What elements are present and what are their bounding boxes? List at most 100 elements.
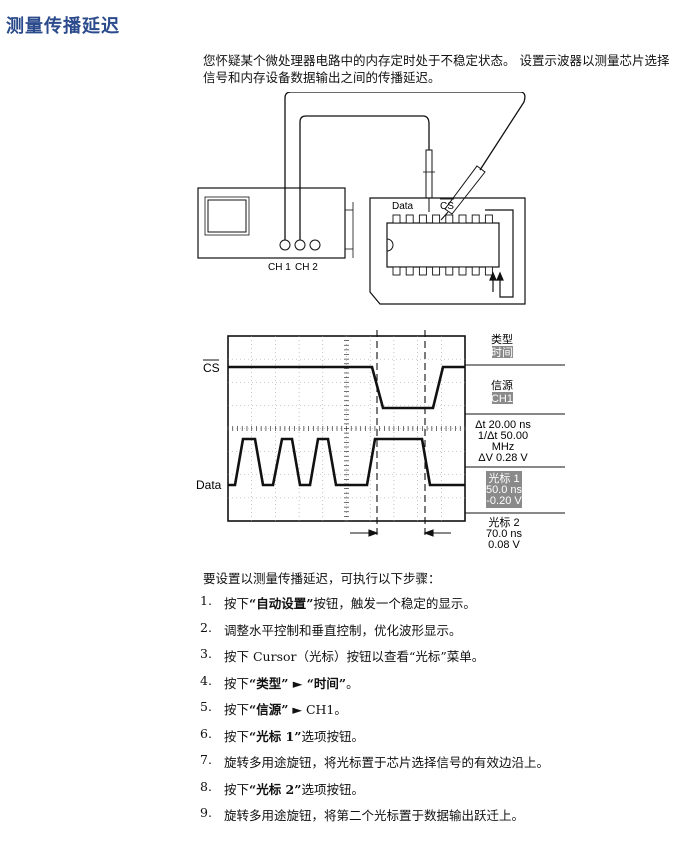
chip-pin-bottom [445, 266, 454, 276]
menu-type-value[interactable]: 时间 [491, 346, 513, 359]
step-text: 按下“光标 2”选项按钮。 [224, 779, 364, 806]
chip-pin-bottom [418, 266, 427, 276]
menu-type-title[interactable]: 类型 [491, 332, 513, 346]
step-number: 9. [200, 805, 212, 820]
step-item: 8. 按下“光标 2”选项按钮。 [200, 779, 549, 806]
readout-delta-t: Δt 20.00 ns [475, 419, 531, 431]
chip-pin-top [484, 214, 493, 224]
cs-channel-label: CS [203, 361, 220, 375]
step-text-part: 选项按钮。 [301, 781, 364, 797]
chip-pin-bottom [432, 266, 441, 276]
step-text-part: 按下 [224, 728, 250, 744]
menu-source-title[interactable]: 信源 [491, 378, 513, 392]
chip-pin-top [418, 214, 427, 224]
chip-pin-top [405, 214, 414, 224]
step-text-part: 按下 [224, 702, 250, 717]
steps-list: 1.按下“自动设置”按钮，触发一个稳定的显示。2.调整水平控制和垂直控制，优化波… [200, 593, 549, 832]
intro-paragraph: 您怀疑某个微处理器电路中的内存定时处于不稳定状态。 设置示波器以测量芯片选择信号… [203, 53, 670, 85]
step-item: 1. 按下“自动设置”按钮，触发一个稳定的显示。 [200, 593, 549, 620]
oscilloscope-screen [207, 199, 247, 233]
chip-pin-top [445, 214, 454, 224]
oscilloscope-body [197, 187, 346, 259]
step-number: 4. [200, 672, 212, 688]
step-text: 调整水平控制和垂直控制，优化波形显示。 [224, 620, 462, 647]
step-item: 3. 按下 Cursor（光标）按钮以查看“光标”菜单。 [200, 646, 549, 673]
readout-inv-delta-t: 1/Δt 50.00 [478, 430, 528, 442]
step-number: 3. [200, 646, 212, 661]
chip-pin-top [392, 214, 401, 224]
circuit-board [369, 197, 526, 305]
chip-pins [392, 214, 493, 276]
page-title: 测量传播延迟 [6, 16, 120, 37]
menu-cursor-1-volt: -0.20 V [486, 495, 522, 507]
cs-probe [444, 165, 486, 215]
ch2-connector [294, 239, 306, 251]
step-text: 按下“信源” ► CH1。 [224, 699, 347, 726]
scope-display: CS Data [196, 330, 466, 537]
step-text: 旋转多用途旋钮，将光标置于芯片选择信号的有效边沿上。 [224, 752, 549, 779]
step-text-part: 按下 Cursor（光标）按钮以查看“光标”菜单。 [224, 649, 485, 664]
ch1-label: CH 1 [268, 262, 291, 273]
chip-pin-top [471, 214, 480, 224]
step-text: 按下“光标 1”选项按钮。 [224, 726, 364, 753]
step-text-part: 按下 [224, 596, 250, 611]
cs-pin-label: CS [440, 201, 454, 212]
cs-waveform [228, 365, 465, 410]
menu-cursor-2-title[interactable]: 光标 2 [488, 515, 519, 529]
step-text-part: ► CH1。 [288, 702, 347, 717]
step-text-part: 旋转多用途旋钮，将第二个光标置于数据输出跃迁上。 [224, 808, 525, 823]
step-number: 5. [200, 699, 212, 714]
data-waveform [228, 437, 465, 487]
measurement-figure: CH 1 CH 2 Data CS CS Data 类型 时间 信源 CH1 [196, 92, 565, 551]
cs-return-arrows [485, 209, 514, 298]
step-item: 6. 按下“光标 1”选项按钮。 [200, 726, 549, 753]
step-text-part: 旋转多用途旋钮，将光标置于芯片选择信号的有效边沿上。 [224, 755, 550, 770]
chip-pin-bottom [392, 266, 401, 276]
step-number: 1. [200, 593, 212, 608]
chip-pin-top [432, 214, 441, 224]
step-item: 5. 按下“信源” ► CH1。 [200, 699, 549, 726]
chip-pin-bottom [405, 266, 414, 276]
step-text: 按下“自动设置”按钮，触发一个稳定的显示。 [224, 593, 476, 620]
data-probe [425, 149, 433, 199]
menu-cursor-1-title[interactable]: 光标 1 [488, 471, 519, 485]
readout-delta-v: ΔV 0.28 V [478, 452, 528, 464]
chip-pin-bottom [484, 266, 493, 276]
step-text-part: 。 [346, 675, 359, 691]
step-text: 按下“类型” ► “时间”。 [224, 673, 359, 700]
step-item: 4. 按下“类型” ► “时间”。 [200, 673, 549, 700]
step-item: 2.调整水平控制和垂直控制，优化波形显示。 [200, 620, 549, 647]
chip-pin-top [458, 214, 467, 224]
chip-pin-bottom [458, 266, 467, 276]
memory-chip [386, 222, 500, 268]
ch1-connector [279, 239, 291, 251]
step-number: 6. [200, 725, 212, 741]
readout-inv-unit: MHz [492, 441, 515, 453]
step-text-part: 选项按钮。 [301, 728, 364, 744]
step-item: 9. 旋转多用途旋钮，将第二个光标置于数据输出跃迁上。 [200, 805, 549, 832]
data-pin-label: Data [392, 201, 414, 212]
step-item: 7. 旋转多用途旋钮，将光标置于芯片选择信号的有效边沿上。 [200, 752, 549, 779]
step-keyword: “类型” ► “时间” [249, 675, 347, 691]
menu-cursor-1-time: 50.0 ns [486, 484, 523, 496]
graticule-center-ticks [227, 335, 466, 522]
step-text-part: 按下 [224, 675, 250, 691]
step-keyword: “光标 1” [249, 728, 302, 744]
setup-diagram [197, 92, 526, 305]
steps-intro: 要设置以测量传播延迟，可执行以下步骤： [203, 571, 441, 586]
chip-pin-bottom [471, 266, 480, 276]
ch2-label: CH 2 [295, 262, 318, 273]
delta-arrows [350, 529, 451, 537]
menu-cursor-2-volt: 0.08 V [488, 539, 520, 551]
data-channel-label: Data [196, 478, 222, 492]
menu-source-value[interactable]: CH1 [491, 393, 513, 405]
step-keyword: “自动设置” [249, 596, 314, 611]
step-text: 旋转多用途旋钮，将第二个光标置于数据输出跃迁上。 [224, 805, 524, 832]
step-number: 8. [200, 778, 212, 794]
step-keyword: “光标 2” [249, 781, 302, 797]
step-text-part: 按下 [224, 781, 250, 797]
step-text: 按下 Cursor（光标）按钮以查看“光标”菜单。 [224, 646, 484, 673]
step-number: 7. [200, 752, 212, 767]
step-text-part: 按钮，触发一个稳定的显示。 [313, 596, 476, 611]
step-text-part: 调整水平控制和垂直控制，优化波形显示。 [224, 622, 462, 638]
